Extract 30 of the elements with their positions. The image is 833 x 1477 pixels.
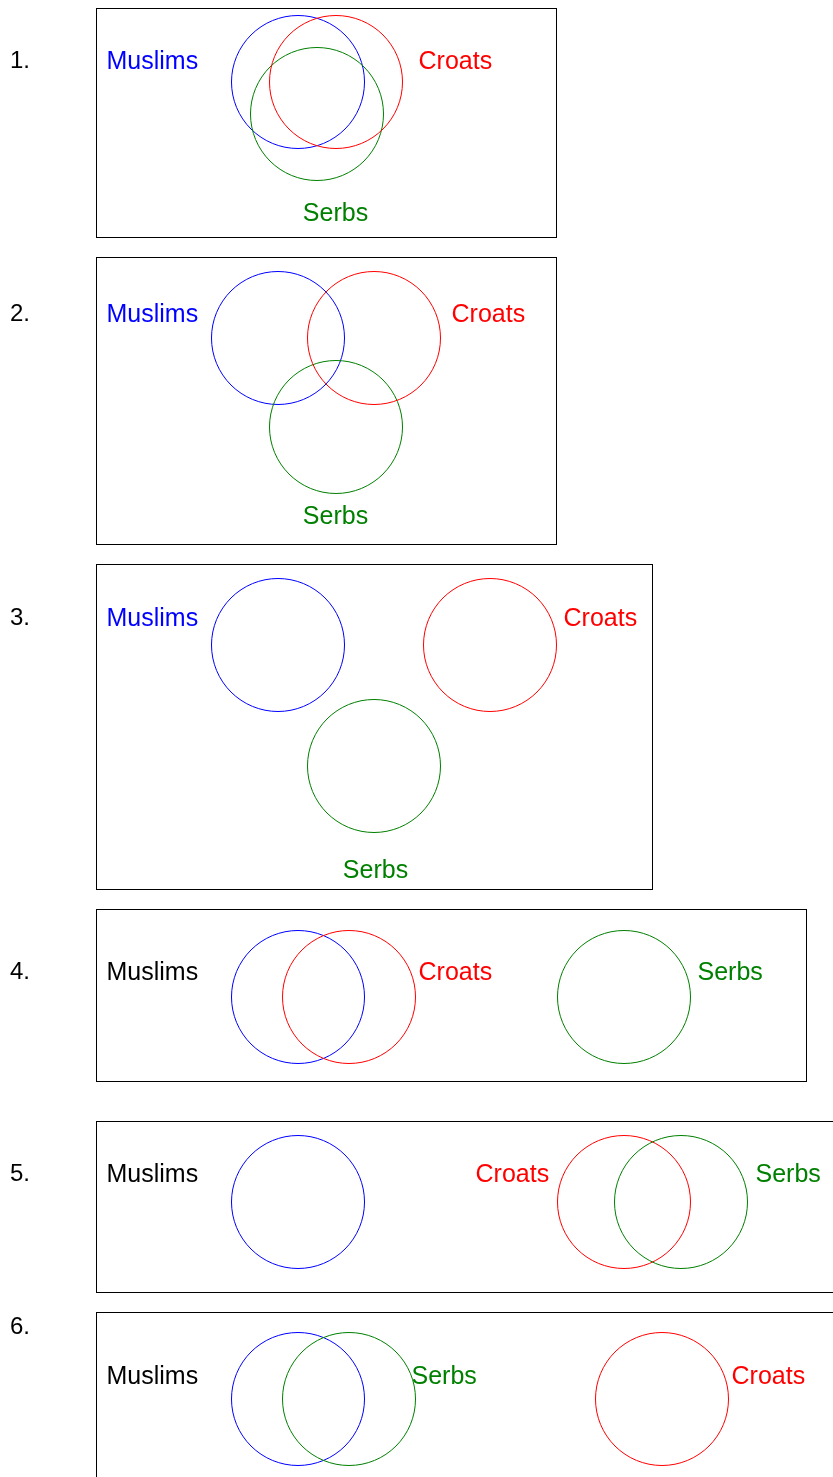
panel-box (96, 1121, 833, 1293)
group-label: Serbs (302, 502, 369, 527)
panel-box (96, 8, 557, 238)
group-label: Croats (475, 1160, 550, 1185)
group-label: Serbs (697, 958, 763, 983)
panel-number: 6. (10, 1314, 30, 1338)
panel-number: 4. (10, 959, 30, 983)
group-label: Croats (563, 604, 638, 629)
group-label: Serbs (755, 1160, 821, 1185)
panel-number: 5. (10, 1161, 30, 1185)
group-label: Croats (731, 1362, 806, 1387)
group-label: Muslims (106, 604, 199, 629)
group-label: Muslims (106, 958, 199, 983)
panel-box (96, 909, 807, 1082)
group-label: Serbs (302, 199, 369, 224)
panel-box (96, 564, 653, 890)
group-label: Muslims (106, 47, 199, 72)
group-label: Muslims (106, 300, 199, 325)
panel-box (96, 257, 557, 545)
group-label: Serbs (342, 856, 409, 881)
group-label: Muslims (106, 1160, 199, 1185)
panel-number: 1. (10, 48, 30, 72)
panel-box (96, 1312, 833, 1477)
panel-number: 3. (10, 605, 30, 629)
group-label: Croats (418, 958, 493, 983)
group-label: Croats (451, 300, 526, 325)
group-label: Muslims (106, 1362, 199, 1387)
panel-number: 2. (10, 301, 30, 325)
group-label: Croats (418, 47, 493, 72)
group-label: Serbs (411, 1362, 477, 1387)
